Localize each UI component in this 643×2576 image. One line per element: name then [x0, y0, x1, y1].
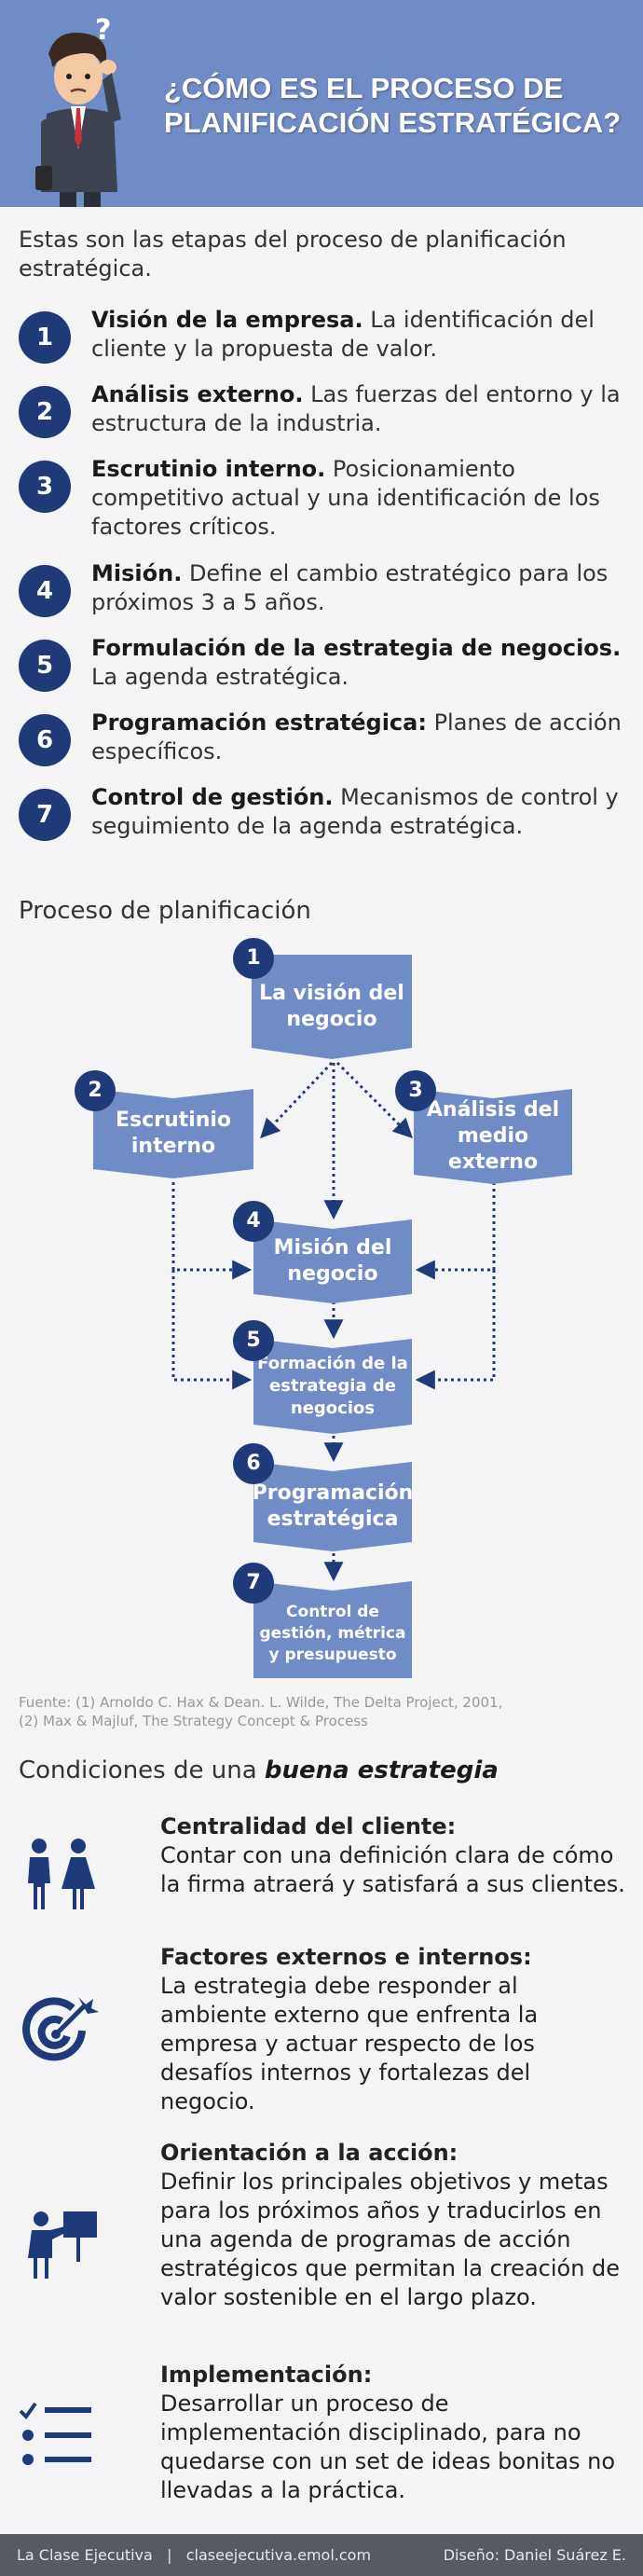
step-description: La agenda estratégica.	[91, 664, 349, 690]
diagram-node-control: Control de gestión, métrica y presupuest…	[253, 1581, 412, 1678]
planning-process-diagram: La visión del negocio 1 Escrutinio inter…	[0, 932, 643, 1678]
diagram-node-external: Análisis del medio externo	[414, 1089, 572, 1184]
footer-design-credit: Diseño: Daniel Suárez E.	[443, 2546, 626, 2564]
step-title: Análisis externo.	[91, 381, 304, 407]
presenter-icon	[28, 2211, 97, 2279]
node-shape	[253, 1462, 412, 1551]
conditions-title-prefix: Condiciones de una	[19, 1756, 265, 1784]
step-description: Define el cambio estratégico para los pr…	[91, 560, 609, 615]
step-description: Planes de acción específicos.	[91, 709, 622, 765]
condition-text: La estrategia debe responder al ambiente…	[160, 1973, 539, 2115]
people-icon	[28, 1839, 95, 1909]
step-number: 3	[19, 461, 71, 513]
condition-text: Definir los principales objetivos y meta…	[160, 2169, 621, 2310]
connector-1-2	[260, 1061, 334, 1139]
node-number: 7	[233, 1563, 274, 1604]
source-line: (2) Max & Majluf, The Strategy Concept &…	[19, 1713, 368, 1729]
diagram-node-programming: Programación estratégica	[252, 1462, 414, 1551]
diagram-node-mission: Misión del negocio	[253, 1219, 412, 1303]
node-shape	[414, 1089, 572, 1184]
step-text: Análisis externo. Las fuerzas del entorn…	[91, 380, 641, 438]
step-text: Misión. Define el cambio estratégico par…	[91, 559, 641, 617]
checklist-icon	[19, 2402, 91, 2465]
condition-title: Implementación:	[160, 2362, 373, 2388]
step-number: 1	[19, 311, 71, 364]
connector-3-5	[415, 1270, 496, 1390]
target-icon	[22, 1997, 99, 2061]
step-text: Programación estratégica: Planes de acci…	[91, 709, 641, 766]
conditions-title: Condiciones de una buena estrategia	[19, 1756, 499, 1784]
step-number: 5	[19, 640, 71, 692]
step-description: Las fuerzas del entorno y la estructura …	[91, 381, 621, 436]
node-shape	[253, 1581, 412, 1678]
node-number: 5	[233, 1320, 274, 1361]
step-title: Control de gestión.	[91, 784, 334, 810]
step-text: Visión de la empresa. La identificación …	[91, 306, 641, 364]
step-text: Escrutinio interno. Posicionamiento comp…	[91, 455, 641, 542]
step-description: Posicionamiento competitivo actual y una…	[91, 456, 600, 540]
step-title: Visión de la empresa.	[91, 307, 363, 333]
node-number: 1	[233, 938, 274, 979]
node-shape	[253, 1219, 412, 1303]
step-text: Control de gestión. Mecanismos de contro…	[91, 783, 641, 841]
step-title: Misión.	[91, 560, 183, 586]
diagram-title: Proceso de planificación	[19, 897, 311, 925]
step-text: Formulación de la estrategia de negocios…	[91, 634, 641, 692]
node-shape	[93, 1089, 253, 1178]
node-label: Control de gestión, métrica y presupuest…	[259, 1602, 406, 1664]
node-number: 4	[233, 1201, 274, 1242]
page-title: ¿CÓMO ES EL PROCESO DE PLANIFICACIÓN EST…	[164, 72, 622, 139]
condition-item: Centralidad del cliente: Contar con una …	[160, 1812, 626, 1899]
intro-text: Estas son las etapas del proceso de plan…	[19, 227, 567, 282]
step-number: 4	[19, 565, 71, 617]
connector-3-4	[415, 1182, 496, 1280]
node-label: Análisis del medio externo	[426, 1098, 560, 1174]
node-number: 3	[395, 1070, 436, 1111]
svg-text:?: ?	[95, 14, 111, 47]
conditions-title-emphasis: buena estrategia	[264, 1756, 499, 1784]
step-number: 7	[19, 789, 71, 841]
node-shape	[252, 955, 412, 1059]
diagram-node-internal: Escrutinio interno	[93, 1089, 253, 1178]
node-number: 6	[233, 1443, 274, 1484]
step-title: Programación estratégica:	[91, 709, 427, 736]
diagram-connectors	[171, 1061, 496, 1582]
condition-item: Orientación a la acción: Definir los pri…	[160, 2139, 626, 2312]
node-label: Formación de la estrategia de negocios	[257, 1354, 408, 1418]
step-number: 6	[19, 714, 71, 766]
condition-item: Implementación: Desarrollar un proceso d…	[160, 2361, 626, 2505]
thinking-man-icon: ?	[35, 14, 121, 207]
condition-text: Contar con una definición clara de cómo …	[160, 1842, 625, 1897]
footer-credits: La Clase Ejecutiva | claseejecutiva.emol…	[17, 2546, 372, 2564]
node-number: 2	[75, 1070, 116, 1111]
header-banner: ? ¿CÓMO ES EL PROCESO DE PLANIFICACIÓN E…	[0, 0, 643, 207]
condition-title: Factores externos e internos:	[160, 1944, 532, 1970]
step-number: 2	[19, 386, 71, 438]
connector-2-5	[171, 1270, 253, 1390]
node-label: Misión del negocio	[273, 1236, 392, 1286]
condition-title: Orientación a la acción:	[160, 2140, 458, 2166]
node-label: La visión del negocio	[259, 982, 404, 1031]
source-line: Fuente: (1) Arnoldo C. Hax & Dean. L. Wi…	[19, 1694, 503, 1711]
step-title: Formulación de la estrategia de negocios…	[91, 635, 622, 661]
diagram-node-vision: La visión del negocio	[252, 955, 412, 1059]
step-title: Escrutinio interno.	[91, 456, 326, 482]
node-shape	[253, 1339, 412, 1434]
connector-1-3	[335, 1061, 413, 1138]
step-description: La identificación del cliente y la propu…	[91, 307, 595, 362]
step-description: Mecanismos de control y seguimiento de l…	[91, 784, 619, 839]
diagram-node-strategy: Formación de la estrategia de negocios	[253, 1339, 412, 1434]
condition-title: Centralidad del cliente:	[160, 1813, 457, 1839]
node-label: Programación estratégica	[252, 1481, 414, 1531]
condition-item: Factores externos e internos: La estrate…	[160, 1943, 626, 2116]
node-label: Escrutinio interno	[115, 1109, 232, 1158]
source-note: Fuente: (1) Arnoldo C. Hax & Dean. L. Wi…	[19, 1693, 624, 1730]
condition-text: Desarrollar un proceso de implementación…	[160, 2390, 616, 2503]
footer: La Clase Ejecutiva | claseejecutiva.emol…	[0, 2534, 643, 2576]
